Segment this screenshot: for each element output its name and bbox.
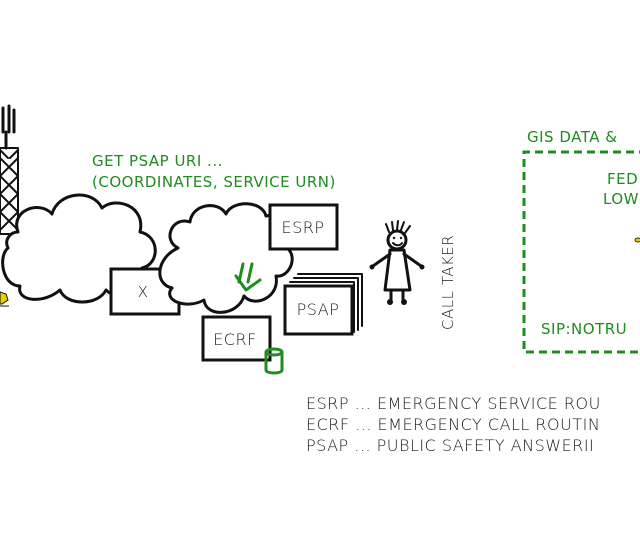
psap-label: PSAP [297, 300, 340, 319]
annotation-get-psap-line1: GET PSAP URI ... [92, 152, 223, 170]
node-psap: PSAP [283, 273, 363, 336]
esrp-label: ESRP [281, 218, 324, 237]
gis-panel-line2: LOW [603, 190, 639, 208]
node-esrp: ESRP [268, 203, 339, 251]
call-taker-label: CALL TAKER [439, 235, 457, 330]
annotation-get-psap-line2: (COORDINATES, SERVICE URN) [92, 173, 336, 191]
legend-item-ecrf: ECRF ... EMERGENCY CALL ROUTIN [306, 415, 600, 434]
stick-figure-icon [369, 220, 425, 305]
legend: ESRP ... EMERGENCY SERVICE ROU ECRF ... … [306, 394, 601, 455]
gis-panel-sip-uri: SIP:NOTRU [541, 320, 627, 338]
node-ecrf: ECRF [201, 315, 272, 362]
cell-tower-icon [0, 104, 19, 235]
gis-panel: GIS DATA & FED LOW SIP:NOTRU [522, 128, 640, 354]
gis-panel-title: GIS DATA & [527, 128, 617, 146]
ecrf-label: ECRF [213, 330, 257, 349]
mobile-phone-icon [0, 291, 9, 307]
network-cloud-right [158, 202, 294, 314]
legend-item-esrp: ESRP ... EMERGENCY SERVICE ROU [306, 394, 601, 413]
gis-device-marker [634, 237, 640, 243]
node-x: X [109, 267, 181, 316]
node-x-label: X [138, 283, 149, 301]
legend-item-psap: PSAP ... PUBLIC SAFETY ANSWERII [306, 436, 594, 455]
gis-panel-line1: FED [607, 170, 638, 188]
double-down-arrow-icon [234, 262, 262, 292]
database-icon [264, 347, 284, 375]
